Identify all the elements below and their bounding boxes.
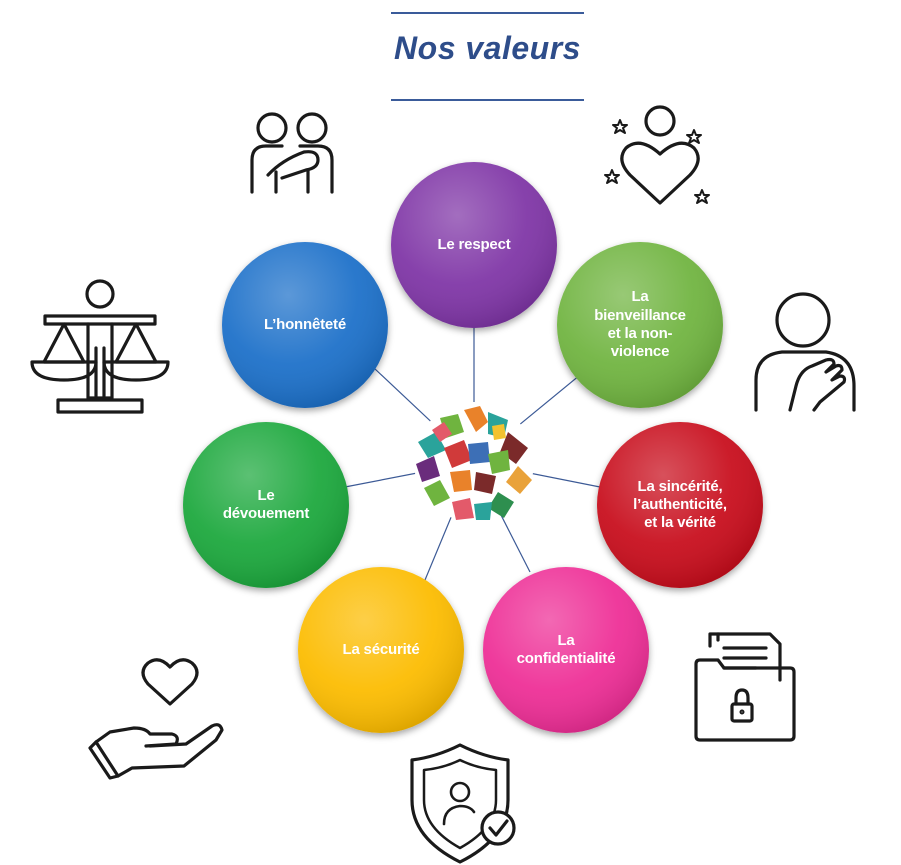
circle-shine — [183, 162, 763, 733]
hand-on-heart-icon — [754, 292, 856, 412]
value-label-respect: Le respect — [437, 235, 511, 253]
value-label-sincerite: La sincérité, l’authenticité, et la véri… — [633, 477, 727, 532]
heart-person-icon — [604, 105, 710, 205]
value-label-confidentialite: La confidentialité — [516, 631, 616, 667]
title-rule-top — [391, 12, 584, 14]
page-title: Nos valeurs — [394, 30, 581, 66]
locked-folder-icon — [694, 632, 796, 742]
value-label-securite: La sécurité — [342, 640, 420, 658]
title-rule-bottom — [391, 99, 584, 101]
people-hug-icon — [250, 112, 334, 194]
heart-in-hand-icon — [88, 658, 224, 780]
value-label-bienveillance: La bienveillance et la non- violence — [594, 288, 686, 361]
shield-user-check-icon — [410, 743, 516, 864]
value-label-devouement: Le dévouement — [222, 486, 310, 522]
hands-circle-icon — [414, 402, 534, 522]
value-label-honnetete: L’honnêteté — [264, 315, 346, 333]
balance-scale-icon — [30, 279, 170, 414]
